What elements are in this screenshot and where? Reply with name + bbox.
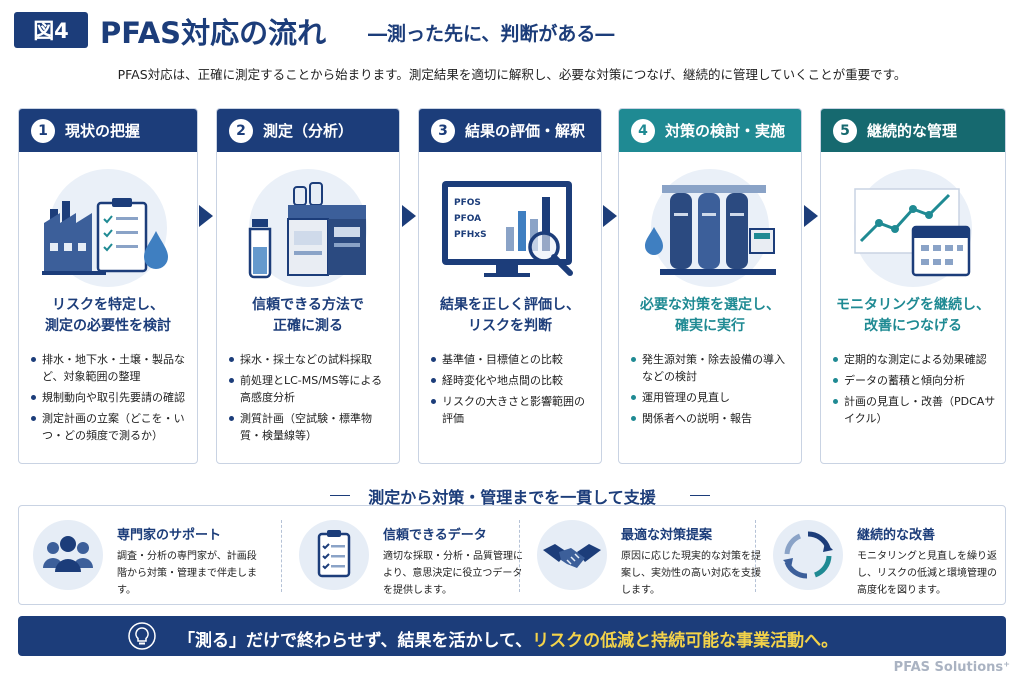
screen-label-pfos: PFOS bbox=[454, 198, 481, 208]
conclusion-banner: 「測る」だけで終わらせず、結果を活かして、リスクの低減と持続可能な事業活動へ。 bbox=[18, 616, 1006, 656]
step-1-card: 1 現状の把握 リスクを特定し、 測定の必要性を検討 排水・地下水・土壌・製品な… bbox=[18, 108, 198, 464]
step-2-header: 2 測定（分析） bbox=[217, 109, 399, 152]
chart-calendar-icon bbox=[854, 188, 971, 277]
step-4-header: 4 対策の検討・実施 bbox=[619, 109, 801, 152]
arrow-right-icon bbox=[199, 205, 213, 227]
banner-text: 「測る」だけで終わらせず、結果を活かして、リスクの低減と持続可能な事業活動へ。 bbox=[178, 626, 838, 651]
step-1-title: 現状の把握 bbox=[65, 122, 141, 140]
support-item-text: 適切な採取・分析・品質管理により、意思決定に役立つデータを提供します。 bbox=[383, 551, 523, 596]
step-2-bullets: 採水・採土などの試料採取 前処理とLC-MS/MS等による高感度分析 測質計画（… bbox=[229, 351, 391, 448]
support-title: 測定から対策・管理までを一貫して支援 bbox=[368, 488, 656, 507]
support-item-title: 専門家のサポート bbox=[117, 528, 222, 543]
step-3-illustration: PFOS PFOA PFHxS bbox=[439, 167, 581, 289]
step-5-number: 5 bbox=[833, 118, 857, 143]
step-3-card: 3 結果の評価・解釈 PFOS PFOA PFHxS 結果を正しく評価し、 リス… bbox=[418, 108, 602, 464]
step-3-heading: 結果を正しく評価し、 リスクを判断 bbox=[440, 297, 580, 334]
step-4-heading: 必要な対策を選定し、 確実に実行 bbox=[640, 297, 780, 334]
step-5-illustration bbox=[841, 167, 985, 289]
step-2-illustration bbox=[237, 167, 379, 289]
list-item: 前処理とLC-MS/MS等による高感度分析 bbox=[229, 372, 391, 406]
support-item-improvement: 継続的な改善 モニタリングと見直しを繰り返し、リスクの低減と環境管理の高度化を図… bbox=[759, 506, 1005, 604]
cycle-arrows-icon bbox=[783, 531, 833, 579]
support-item-data: 信頼できるデータ 適切な採取・分析・品質管理により、意思決定に役立つデータを提供… bbox=[285, 506, 525, 604]
step-4-title: 対策の検討・実施 bbox=[665, 122, 786, 140]
support-item-title: 継続的な改善 bbox=[857, 528, 936, 543]
monitor-magnifier-icon: PFOS PFOA PFHxS bbox=[442, 181, 573, 277]
screen-label-pfoa: PFOA bbox=[454, 214, 481, 224]
step-1-bullets: 排水・地下水・土壌・製品など、対象範囲の整理 規制動向や取引先要請の確認 測定計… bbox=[31, 351, 189, 448]
step-2-number: 2 bbox=[229, 118, 253, 143]
arrow-right-icon bbox=[402, 205, 416, 227]
list-item: 測質計画（空試験・標準物質・検量線等） bbox=[229, 410, 391, 444]
treatment-equipment-icon bbox=[645, 185, 776, 275]
step-2-card: 2 測定（分析） 信頼できる方法で 正確に測る 採水・採土などの試料採取 前処理… bbox=[216, 108, 400, 464]
support-item-expert: 専門家のサポート 調査・分析の専門家が、計画段階から対策・管理まで伴走します。 bbox=[19, 506, 265, 604]
list-item: 関係者への説明・報告 bbox=[631, 410, 793, 427]
list-item: 経時変化や地点間の比較 bbox=[431, 372, 593, 389]
step-2-title: 測定（分析） bbox=[263, 122, 354, 140]
page-subtitle: ―測った先に、判断がある― bbox=[368, 23, 615, 45]
support-item-text: 調査・分析の専門家が、計画段階から対策・管理まで伴走します。 bbox=[117, 551, 257, 596]
banner-text-plain: 「測る」だけで終わらせず、結果を活かして、 bbox=[178, 631, 533, 651]
divider bbox=[690, 495, 710, 496]
step-3-title: 結果の評価・解釈 bbox=[465, 122, 586, 140]
checklist-icon bbox=[317, 530, 351, 578]
list-item: 計画の見直し・改善（PDCAサイクル） bbox=[833, 393, 997, 427]
step-1-illustration bbox=[39, 167, 177, 289]
list-item: 規制動向や取引先要請の確認 bbox=[31, 389, 189, 406]
intro-text: PFAS対応は、正確に測定することから始まります。測定結果を適切に解釈し、必要な… bbox=[117, 67, 907, 82]
figure-badge: 図4 bbox=[14, 12, 88, 48]
support-panel: 専門家のサポート 調査・分析の専門家が、計画段階から対策・管理まで伴走します。 … bbox=[18, 505, 1006, 605]
step-5-bullets: 定期的な測定による効果確認 データの蓄積と傾向分析 計画の見直し・改善（PDCA… bbox=[833, 351, 997, 431]
list-item: 測定計画の立案（どこを・いつ・どの頻度で測るか） bbox=[31, 410, 189, 444]
step-3-header: 3 結果の評価・解釈 bbox=[419, 109, 601, 152]
step-4-card: 4 対策の検討・実施 必要な対策を選定し、 確実に実行 発生源対策・除去設備の導… bbox=[618, 108, 802, 464]
list-item: 定期的な測定による効果確認 bbox=[833, 351, 997, 368]
divider bbox=[755, 520, 756, 592]
lab-instrument-icon bbox=[248, 182, 366, 279]
step-5-header: 5 継続的な管理 bbox=[821, 109, 1005, 152]
step-3-number: 3 bbox=[431, 118, 455, 143]
lightbulb-icon bbox=[128, 622, 156, 650]
support-item-text: モニタリングと見直しを繰り返し、リスクの低減と環境管理の高度化を図ります。 bbox=[857, 551, 997, 596]
page-title: PFAS対応の流れ bbox=[100, 16, 327, 50]
divider bbox=[281, 520, 282, 592]
step-4-illustration bbox=[639, 167, 781, 289]
support-item-title: 信頼できるデータ bbox=[383, 528, 487, 543]
step-5-card: 5 継続的な管理 モニタリングを継続し、 改善につなげる 定期的な測定による効果… bbox=[820, 108, 1006, 464]
list-item: 基準値・目標値との比較 bbox=[431, 351, 593, 368]
step-1-header: 1 現状の把握 bbox=[19, 109, 197, 152]
divider bbox=[330, 495, 350, 496]
handshake-icon bbox=[543, 544, 601, 568]
step-1-number: 1 bbox=[31, 118, 55, 143]
list-item: 採水・採土などの試料採取 bbox=[229, 351, 391, 368]
factory-clipboard-icon bbox=[42, 198, 168, 275]
support-item-title: 最適な対策提案 bbox=[621, 528, 713, 543]
people-icon bbox=[43, 536, 93, 572]
support-item-text: 原因に応じた現実的な対策を提案し、実効性の高い対応を支援します。 bbox=[621, 551, 761, 596]
support-item-proposal: 最適な対策提案 原因に応じた現実的な対策を提案し、実効性の高い対応を支援します。 bbox=[523, 506, 763, 604]
step-4-bullets: 発生源対策・除去設備の導入などの検討 運用管理の見直し 関係者への説明・報告 bbox=[631, 351, 793, 431]
step-4-number: 4 bbox=[631, 118, 655, 143]
step-2-heading: 信頼できる方法で 正確に測る bbox=[252, 297, 364, 334]
arrow-right-icon bbox=[603, 205, 617, 227]
step-5-heading: モニタリングを継続し、 改善につなげる bbox=[836, 297, 990, 334]
step-1-heading: リスクを特定し、 測定の必要性を検討 bbox=[45, 297, 171, 334]
list-item: 発生源対策・除去設備の導入などの検討 bbox=[631, 351, 793, 385]
banner-text-highlight: リスクの低減と持続可能な事業活動へ。 bbox=[532, 631, 839, 651]
brand-logo: PFAS Solutions⁺ bbox=[893, 660, 1010, 675]
step-5-title: 継続的な管理 bbox=[867, 122, 958, 140]
arrow-right-icon bbox=[804, 205, 818, 227]
list-item: データの蓄積と傾向分析 bbox=[833, 372, 997, 389]
list-item: 排水・地下水・土壌・製品など、対象範囲の整理 bbox=[31, 351, 189, 385]
screen-label-pfhxs: PFHxS bbox=[454, 230, 487, 240]
list-item: リスクの大きさと影響範囲の評価 bbox=[431, 393, 593, 427]
step-3-bullets: 基準値・目標値との比較 経時変化や地点間の比較 リスクの大きさと影響範囲の評価 bbox=[431, 351, 593, 431]
divider bbox=[519, 520, 520, 592]
list-item: 運用管理の見直し bbox=[631, 389, 793, 406]
